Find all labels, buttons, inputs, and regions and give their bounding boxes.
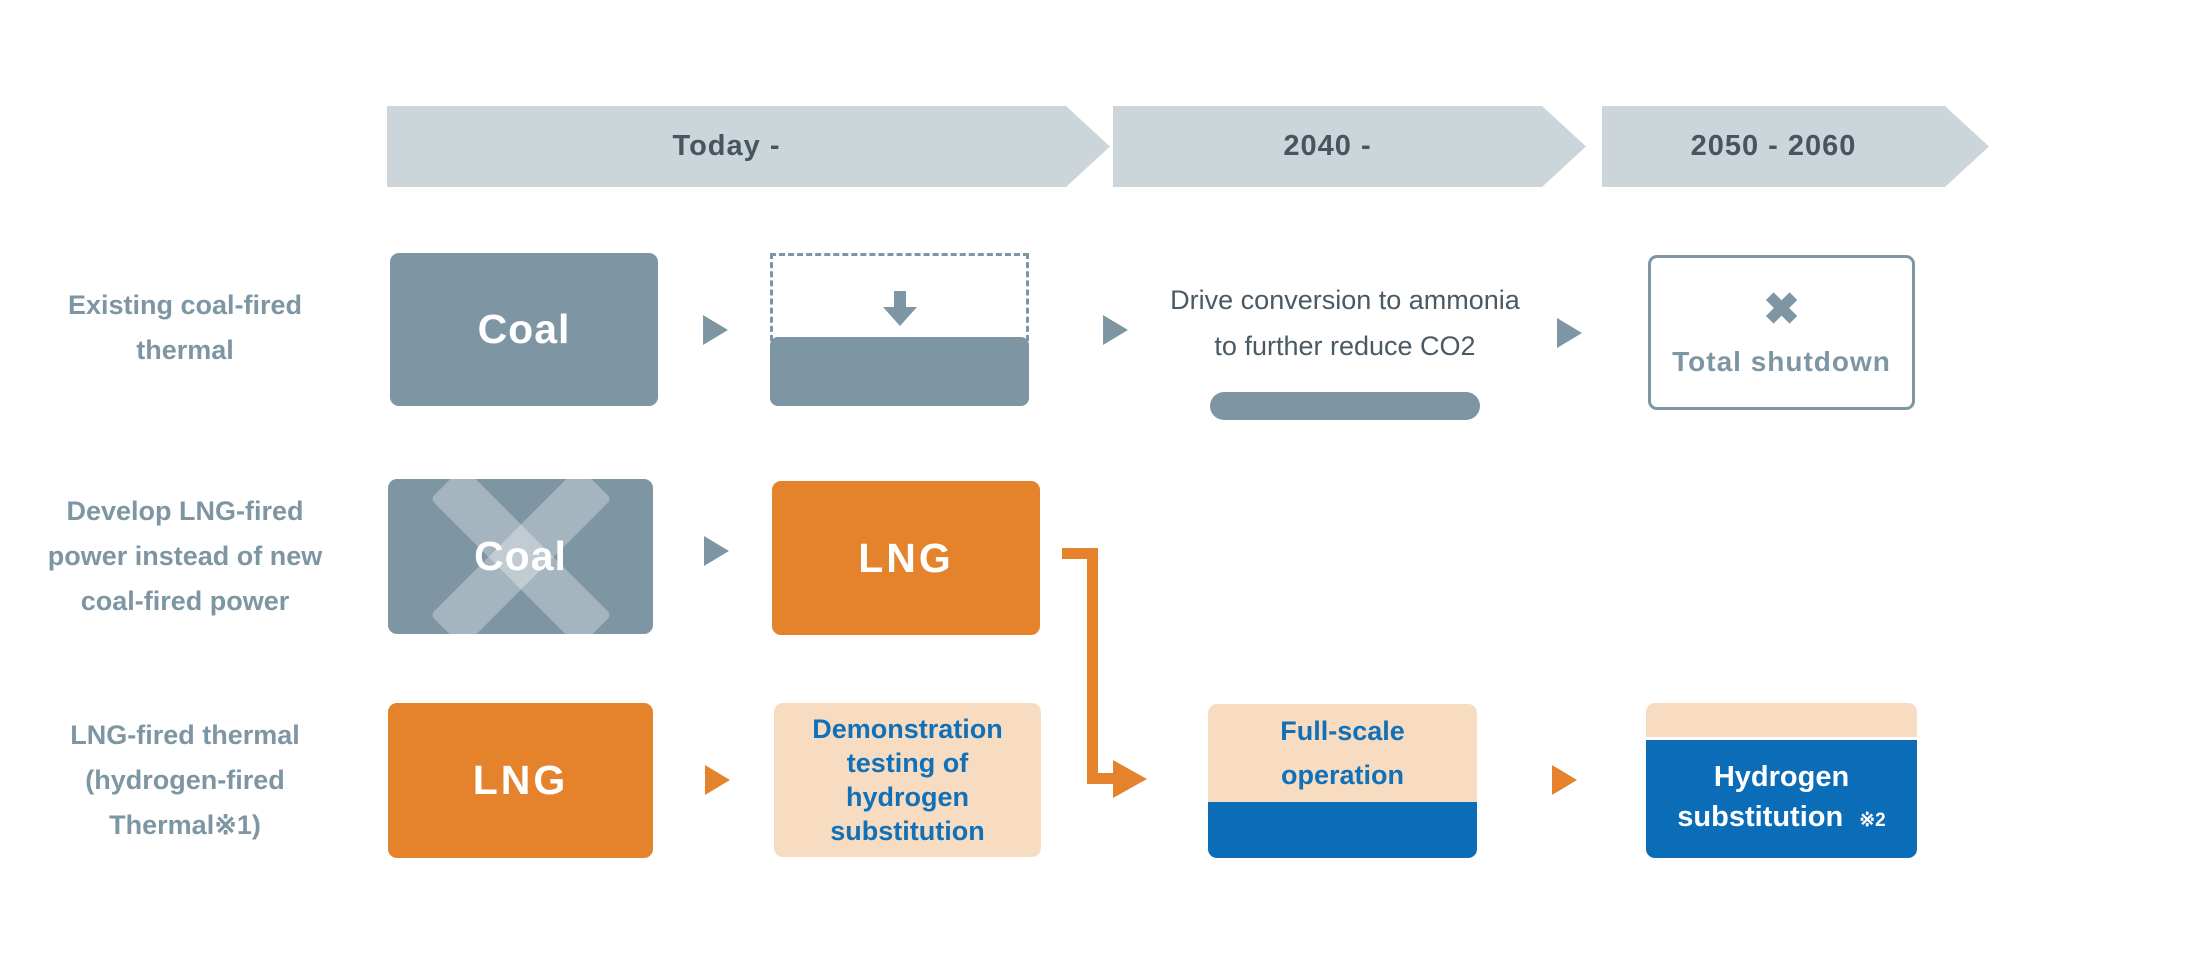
lng-box-label: LNG — [472, 757, 569, 803]
demonstration-testing-box: Demonstration testing of hydrogen substi… — [774, 703, 1041, 857]
down-arrow-icon — [882, 291, 917, 326]
connector-arrowhead-icon — [1113, 760, 1147, 798]
flow-right-triangle-icon — [705, 765, 730, 795]
total-shutdown-label: Total shutdown — [1672, 345, 1891, 377]
full-scale-operation-box: Full-scale operation — [1208, 704, 1477, 858]
cross-icon: ✖ — [1763, 284, 1800, 334]
flow-right-triangle-icon — [1103, 315, 1128, 345]
timeline-arrow-2050-2060: 2050 - 2060 — [1602, 106, 1989, 187]
coal-box-row2-crossed: Coal — [388, 465, 653, 648]
hydrogen-peach-strip — [1646, 703, 1917, 737]
flow-right-triangle-icon — [1557, 318, 1582, 348]
ammonia-conversion-note: Drive conversion to ammonia to further r… — [1170, 285, 1520, 361]
timeline-arrow-today: Today - — [387, 106, 1110, 187]
timeline-label: 2050 - 2060 — [1690, 130, 1857, 162]
timeline-arrow-2040: 2040 - — [1113, 106, 1586, 187]
dashed-outline — [770, 253, 1029, 341]
lng-box-label: LNG — [858, 534, 954, 581]
coal-box-label: Coal — [474, 533, 567, 579]
ammonia-phase-bar — [1210, 392, 1480, 420]
lng-box-row2: LNG — [772, 481, 1040, 635]
flow-right-triangle-icon — [1552, 765, 1577, 795]
flow-right-triangle-icon — [704, 536, 729, 566]
row-label-develop-lng: Develop LNG-fired power instead of new c… — [47, 496, 323, 616]
coal-box-row1: Coal — [390, 253, 658, 406]
coal-reduction-box — [770, 253, 1029, 406]
row-label-existing-coal: Existing coal-fired thermal — [67, 290, 303, 365]
flow-right-triangle-icon — [703, 315, 728, 345]
timeline-label: 2040 - — [1283, 130, 1372, 162]
reference-mark-2: ※2 — [1859, 810, 1886, 831]
lng-box-row3: LNG — [388, 703, 653, 858]
reduced-coal-fill — [770, 337, 1029, 406]
full-scale-blue-bar — [1208, 802, 1477, 858]
row-label-lng-thermal: LNG-fired thermal (hydrogen-fired Therma… — [70, 720, 300, 840]
total-shutdown-box: ✖ Total shutdown — [1648, 255, 1915, 410]
coal-box-label: Coal — [477, 306, 571, 352]
timeline-label: Today - — [672, 130, 781, 162]
hydrogen-substitution-box: Hydrogen substitution※2 — [1646, 703, 1917, 858]
